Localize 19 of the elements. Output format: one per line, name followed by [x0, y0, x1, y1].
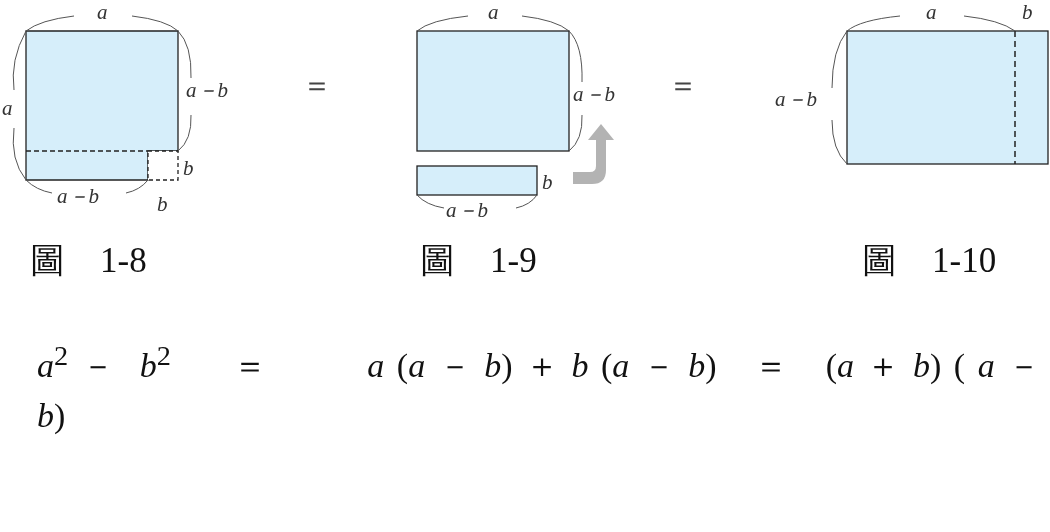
dimension-label: b: [542, 172, 553, 193]
figure-caption: 圖 1-9: [420, 243, 537, 278]
equals-sign: ＝: [668, 70, 698, 100]
dimension-label: b: [1022, 2, 1033, 23]
dimension-label: a－b: [573, 84, 615, 105]
dimension-label: a: [97, 2, 108, 23]
dimension-label: b: [183, 158, 194, 179]
dimension-label: a: [926, 2, 937, 23]
dimension-label: a－b: [446, 200, 488, 221]
equation: a$^{2}$ － b$^{2}$ ＝ a (a － b) ＋ b (a － b) ＝ (a ＋ b) ( a － b): [37, 339, 1043, 436]
figure-caption: 圖 1-8: [30, 243, 147, 278]
dimension-label: b: [157, 194, 168, 215]
dimension-label: a－b: [57, 186, 99, 207]
figure-caption: 圖 1-10: [862, 243, 997, 278]
dimension-label: a－b: [775, 89, 817, 110]
dimension-label: a－b: [186, 80, 228, 101]
equals-sign: ＝: [302, 70, 332, 100]
dimension-label: a: [488, 2, 499, 23]
dimension-label: a: [2, 98, 13, 119]
